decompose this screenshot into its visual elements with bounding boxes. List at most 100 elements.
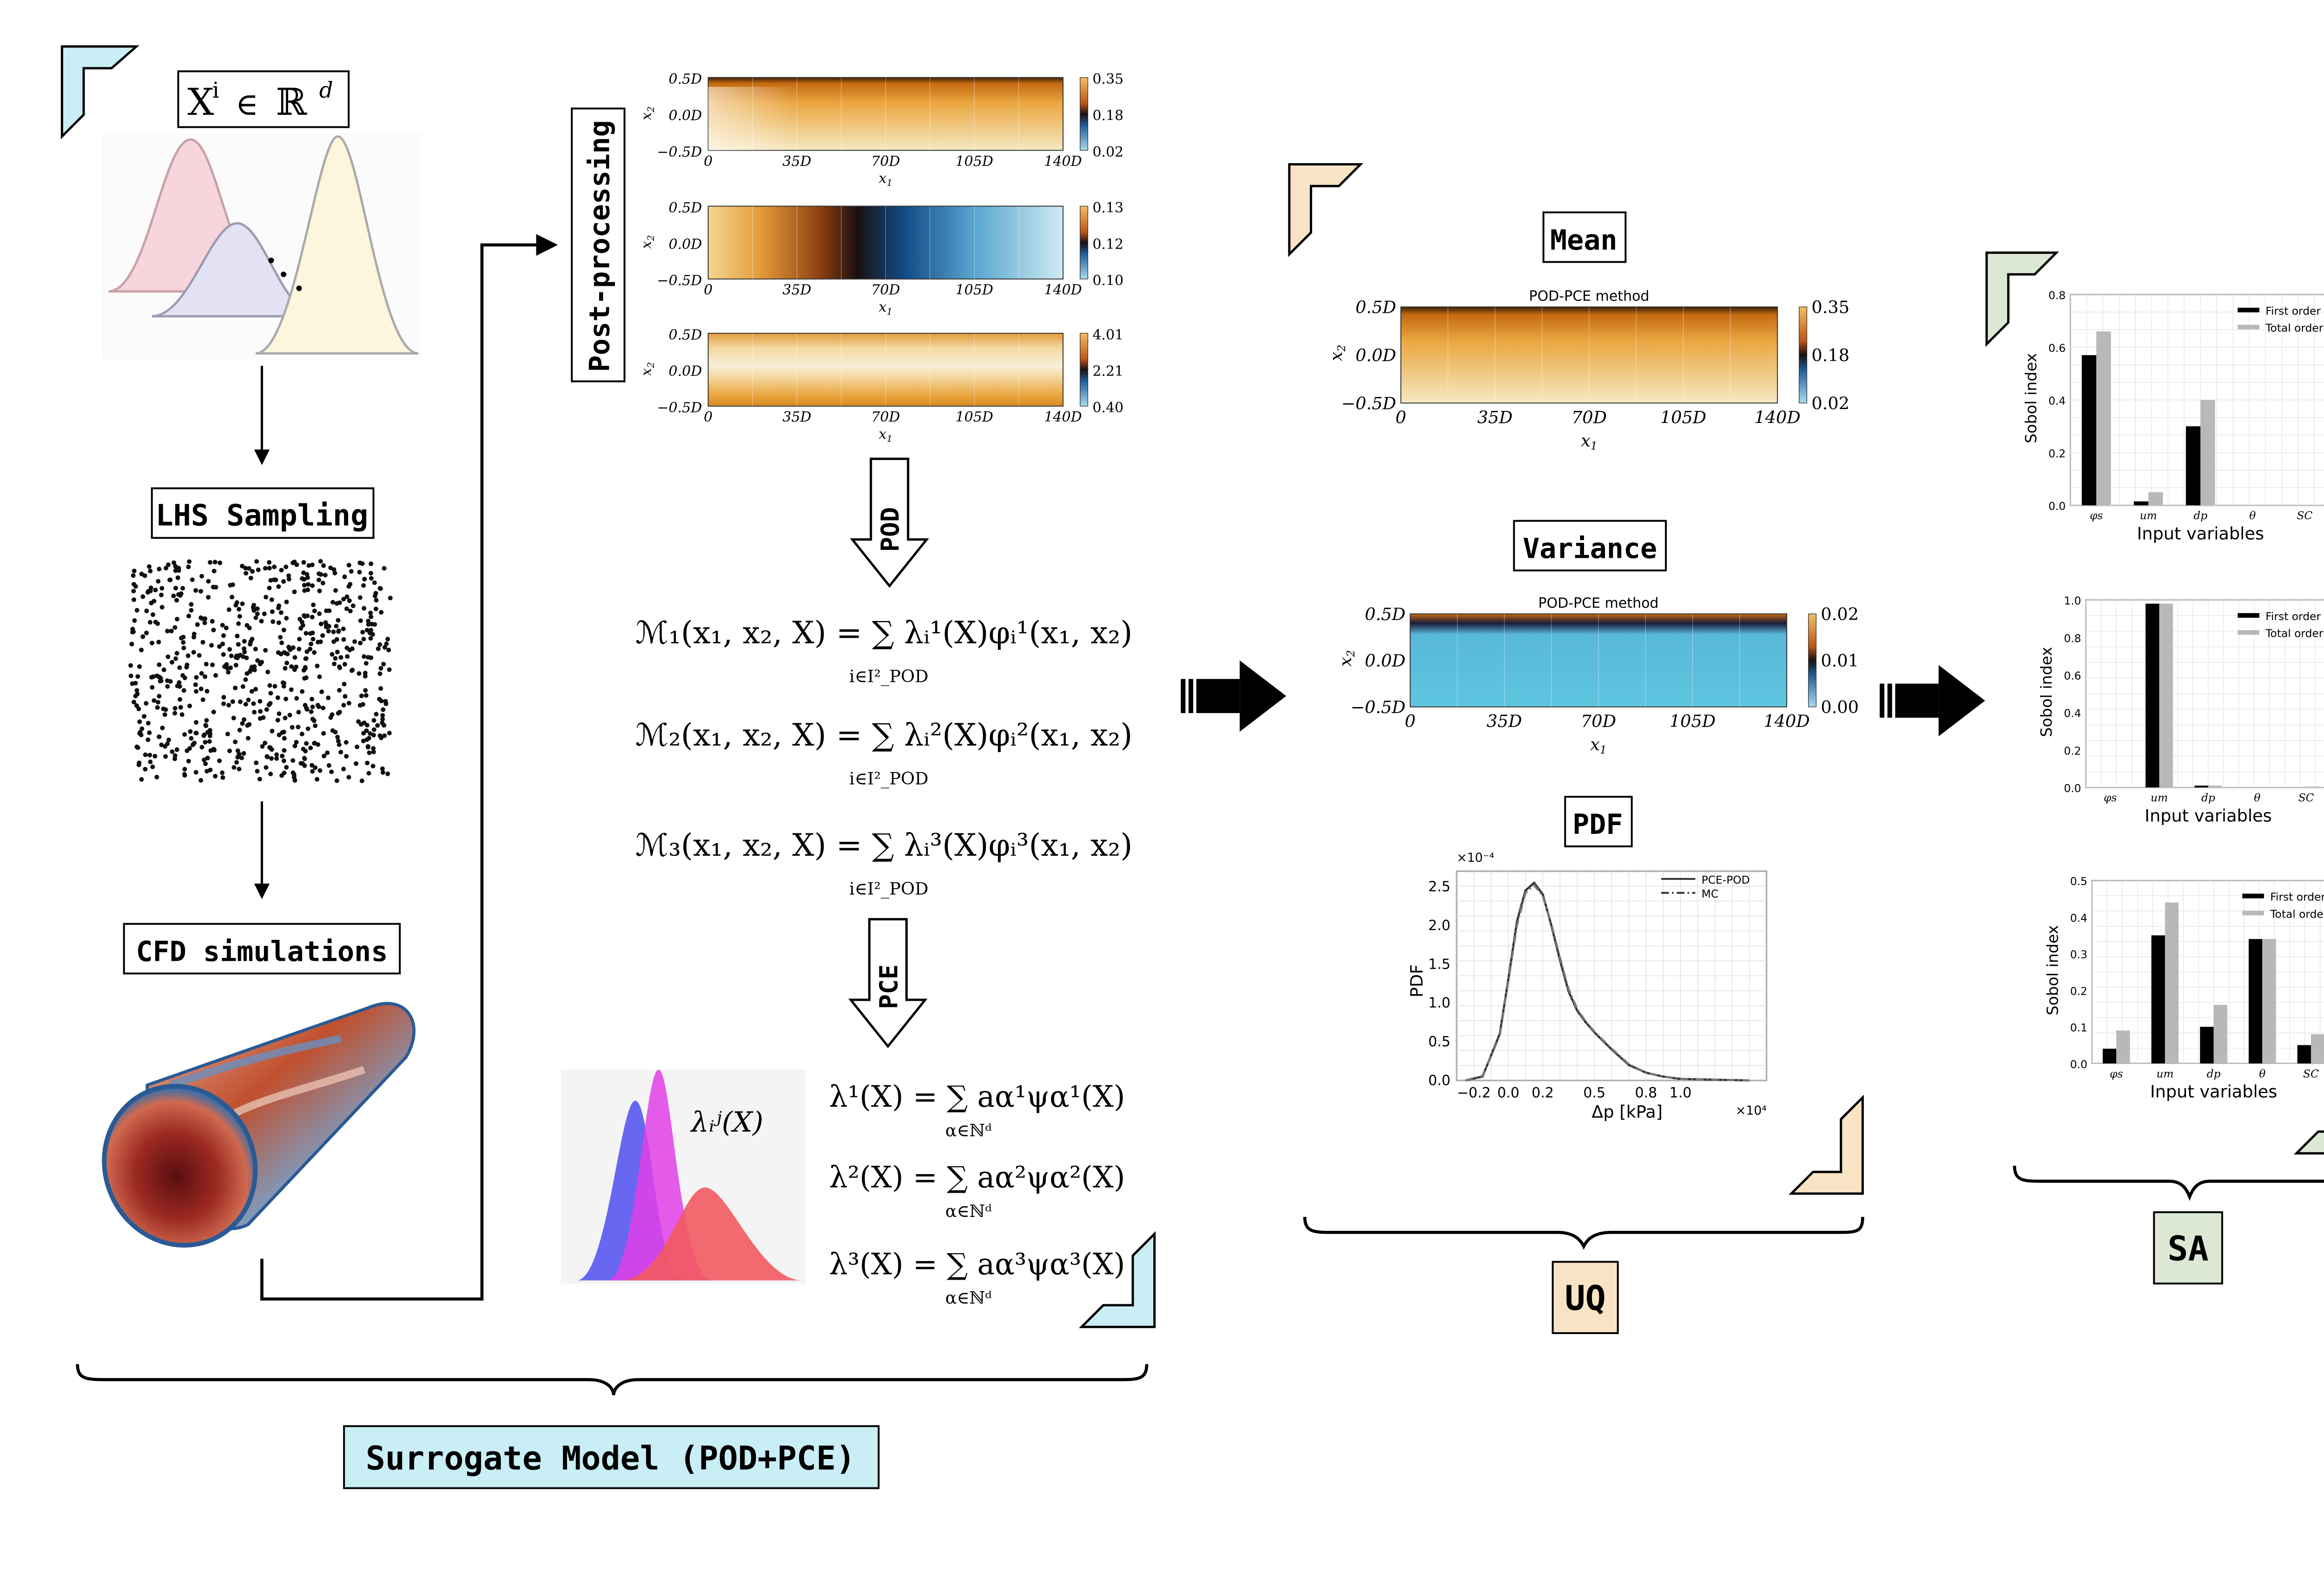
lhs-sample-point: [244, 623, 250, 628]
lhs-sample-point: [235, 755, 240, 760]
surrogate-label: Surrogate Model (POD+PCE): [366, 1440, 856, 1478]
lhs-sample-point: [242, 639, 247, 644]
lhs-sample-point: [195, 622, 200, 627]
lhs-sample-point: [327, 608, 332, 613]
lhs-sample-point: [275, 695, 280, 700]
lhs-sample-point: [352, 639, 357, 644]
equation-m1-sub: i∈I²_POD: [849, 666, 928, 687]
lhs-sample-point: [282, 748, 287, 753]
lhs-sample-point: [297, 637, 302, 642]
lhs-sample-point: [348, 608, 353, 614]
lhs-sample-point: [174, 651, 179, 656]
lhs-sample-point: [374, 712, 379, 717]
pdf-label: PDF: [1572, 808, 1623, 841]
sobol-bar: [2248, 939, 2263, 1064]
lhs-sample-point: [303, 656, 308, 661]
input-in: ∈: [236, 86, 258, 122]
lhs-sample-point: [296, 710, 301, 715]
lhs-sample-point: [377, 642, 383, 647]
lhs-sample-point: [313, 765, 318, 770]
legend-label: Total order: [2265, 627, 2323, 640]
lhs-sample-point: [362, 606, 367, 611]
lhs-sample-point: [301, 560, 306, 565]
lhs-sample-point: [148, 585, 153, 590]
lhs-sample-point: [338, 655, 343, 660]
lhs-sample-point: [131, 588, 136, 594]
lhs-sample-point: [172, 711, 178, 716]
lhs-sample-point: [186, 614, 191, 619]
lhs-sample-point: [381, 661, 386, 667]
category-label: SC: [2298, 791, 2314, 804]
lhs-sample-point: [165, 741, 170, 746]
lhs-sample-point: [193, 770, 198, 775]
lhs-sample-point: [210, 662, 215, 667]
lhs-sample-point: [368, 571, 373, 576]
lhs-sample-point: [208, 560, 213, 565]
colorbar-tick-label: 2.21: [1092, 363, 1123, 380]
lhs-sample-point: [136, 707, 141, 712]
y-tick-label: 0.8: [2048, 289, 2066, 302]
lhs-sample-point: [326, 628, 331, 634]
lhs-sample-point: [323, 573, 328, 578]
lhs-sample-point: [164, 566, 169, 571]
legend-label: Total order: [2265, 322, 2323, 335]
lhs-sample-point: [294, 696, 299, 701]
legend-label: First order: [2265, 610, 2321, 623]
lhs-sample-point: [175, 575, 180, 580]
lhs-sample-point: [154, 674, 159, 679]
lhs-sample-point: [380, 717, 385, 722]
lhs-sample-point: [286, 573, 291, 578]
x2-tick-label: 0.5D: [669, 327, 702, 343]
lhs-sample-point: [287, 647, 292, 652]
lhs-sample-point: [346, 700, 351, 706]
lhs-sample-point: [238, 699, 243, 704]
y-tick-label: 1.0: [1428, 995, 1451, 1011]
lhs-sample-point: [311, 602, 316, 608]
lhs-sample-point: [140, 594, 145, 599]
lhs-sample-point: [203, 723, 208, 728]
lhs-sample-point: [202, 732, 207, 737]
lhs-sample-point: [255, 611, 260, 616]
lhs-sample-point: [371, 718, 376, 723]
y-axis-label: Sobol index: [2044, 925, 2062, 1015]
x1-tick-label: 35D: [782, 153, 811, 170]
lhs-sample-point: [264, 707, 269, 712]
colorbar-tick-label: 0.18: [1092, 107, 1123, 124]
lhs-sample-point: [344, 754, 349, 759]
lhs-sample-point: [186, 759, 191, 764]
sa-label: SA: [2167, 1229, 2208, 1268]
lhs-sample-point: [244, 655, 249, 661]
lhs-sample-point: [263, 566, 268, 571]
lhs-sample-point: [282, 770, 287, 775]
lhs-sample-point: [368, 636, 373, 641]
lhs-sample-point: [157, 694, 162, 699]
lhs-sample-point: [356, 719, 361, 724]
lhs-sample-point: [380, 713, 385, 718]
post-processing-label: Post-processing: [583, 120, 616, 372]
lhs-sample-point: [310, 583, 315, 588]
x1-axis-label: x1: [1590, 734, 1607, 756]
lhs-sample-point: [128, 663, 133, 668]
lhs-sample-point: [211, 746, 216, 752]
lhs-sample-point: [147, 730, 152, 735]
lhs-sample-point: [330, 712, 335, 717]
lhs-sample-point: [189, 736, 194, 741]
lambda-distributions: λᵢʲ(X): [561, 1070, 806, 1284]
lhs-sample-point: [357, 569, 362, 575]
x1-tick-label: 105D: [956, 282, 993, 298]
lhs-sample-point: [234, 760, 239, 765]
lhs-sample-point: [226, 670, 231, 675]
lhs-sample-point: [198, 778, 204, 783]
x1-tick-label: 35D: [782, 409, 811, 425]
lhs-sample-point: [364, 628, 370, 633]
lhs-sample-point: [346, 584, 351, 589]
lhs-sample-point: [248, 642, 253, 647]
lhs-sample-point: [158, 678, 164, 683]
lhs-sample-point: [294, 562, 299, 567]
lhs-sample-point: [242, 717, 247, 722]
lhs-sample-point: [346, 775, 351, 780]
x1-tick-label: 70D: [871, 282, 900, 298]
lhs-sample-point: [230, 582, 235, 587]
